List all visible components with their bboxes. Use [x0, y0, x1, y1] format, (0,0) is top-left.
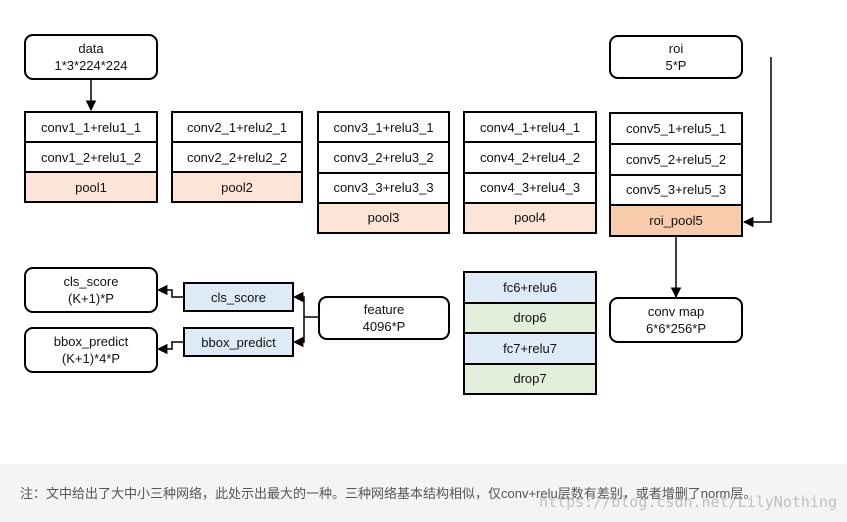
conv3-layer-3: conv3_3+relu3_3: [319, 171, 448, 202]
feature-node: feature 4096*P: [318, 296, 450, 340]
cls-score-layer: cls_score: [183, 282, 294, 312]
drop6-layer: drop6: [465, 301, 595, 332]
conv3-stack: conv3_1+relu3_1 conv3_2+relu3_2 conv3_3+…: [317, 111, 450, 234]
conv1-stack: conv1_1+relu1_1 conv1_2+relu1_2 pool1: [24, 111, 158, 203]
conv1-layer-1: conv1_1+relu1_1: [26, 113, 156, 141]
connector-lines: [85, 57, 772, 355]
conv5-layer-3: conv5_3+relu5_3: [611, 173, 741, 205]
fc7-layer: fc7+relu7: [465, 332, 595, 363]
conv3-layer-1: conv3_1+relu3_1: [319, 113, 448, 142]
pool4-layer: pool4: [465, 201, 595, 232]
data-input-node: data 1*3*224*224: [24, 34, 158, 80]
pool1-layer: pool1: [26, 171, 156, 201]
arrow-feature-to-bbox-predict: [292, 317, 305, 348]
footnote-bar: 注：文中给出了大中小三种网络，此处示出最大的一种。三种网络基本结构相似，仅con…: [0, 464, 847, 522]
data-node-shape: 1*3*224*224: [54, 58, 128, 73]
conv-map-node-title: conv map: [647, 304, 705, 319]
bbox-predict-layer-label: bbox_predict: [201, 334, 276, 350]
conv1-layer-2: conv1_2+relu1_2: [26, 141, 156, 171]
arrow-feature-to-cls-score: [292, 291, 305, 317]
conv-map-node-shape: 6*6*256*P: [646, 321, 706, 336]
conv4-layer-2: conv4_2+relu4_2: [465, 141, 595, 172]
conv2-layer-1: conv2_1+relu2_1: [173, 113, 301, 141]
bbox-predict-layer: bbox_predict: [183, 327, 294, 357]
conv5-layer-2: conv5_2+relu5_2: [611, 142, 741, 174]
watermark-text: https://blog.csdn.net/LilyNothing: [538, 493, 837, 511]
fc6-layer: fc6+relu6: [465, 273, 595, 302]
roi-node-title: roi: [668, 41, 684, 56]
conv3-layer-2: conv3_2+relu3_2: [319, 141, 448, 172]
pool2-layer: pool2: [173, 171, 301, 201]
conv4-layer-3: conv4_3+relu4_3: [465, 171, 595, 202]
conv2-stack: conv2_1+relu2_1 conv2_2+relu2_2 pool2: [171, 111, 303, 203]
arrow-roi-to-roi-pool5: [742, 57, 772, 228]
conv4-layer-1: conv4_1+relu4_1: [465, 113, 595, 142]
conv5-layer-1: conv5_1+relu5_1: [611, 114, 741, 143]
feature-node-shape: 4096*P: [362, 319, 406, 334]
drop7-layer: drop7: [465, 362, 595, 393]
feature-node-title: feature: [363, 302, 405, 317]
roi-pool5-layer: roi_pool5: [611, 204, 741, 235]
fc-stack: fc6+relu6 drop6 fc7+relu7 drop7: [463, 271, 597, 395]
bbox-predict-output-title: bbox_predict: [53, 334, 129, 349]
pool3-layer: pool3: [319, 201, 448, 232]
arrow-bbox-head-to-output: [156, 341, 183, 355]
conv2-layer-2: conv2_2+relu2_2: [173, 141, 301, 171]
cls-score-output-title: cls_score: [63, 274, 119, 289]
data-node-title: data: [78, 41, 104, 56]
roi-node-shape: 5*P: [665, 58, 687, 73]
conv4-stack: conv4_1+relu4_1 conv4_2+relu4_2 conv4_3+…: [463, 111, 597, 234]
bbox-predict-output-shape: (K+1)*4*P: [61, 351, 121, 366]
bbox-predict-output-node: bbox_predict (K+1)*4*P: [24, 327, 158, 373]
cls-score-output-shape: (K+1)*P: [68, 291, 114, 306]
arrow-cls-score-head-to-output: [156, 284, 183, 298]
footnote-text: 注：文中给出了大中小三种网络，此处示出最大的一种。三种网络基本结构相似，仅con…: [20, 486, 757, 501]
roi-input-node: roi 5*P: [609, 35, 743, 79]
cls-score-layer-label: cls_score: [211, 289, 266, 305]
cls-score-output-node: cls_score (K+1)*P: [24, 267, 158, 313]
conv-map-node: conv map 6*6*256*P: [609, 297, 743, 343]
conv5-stack: conv5_1+relu5_1 conv5_2+relu5_2 conv5_3+…: [609, 112, 743, 237]
